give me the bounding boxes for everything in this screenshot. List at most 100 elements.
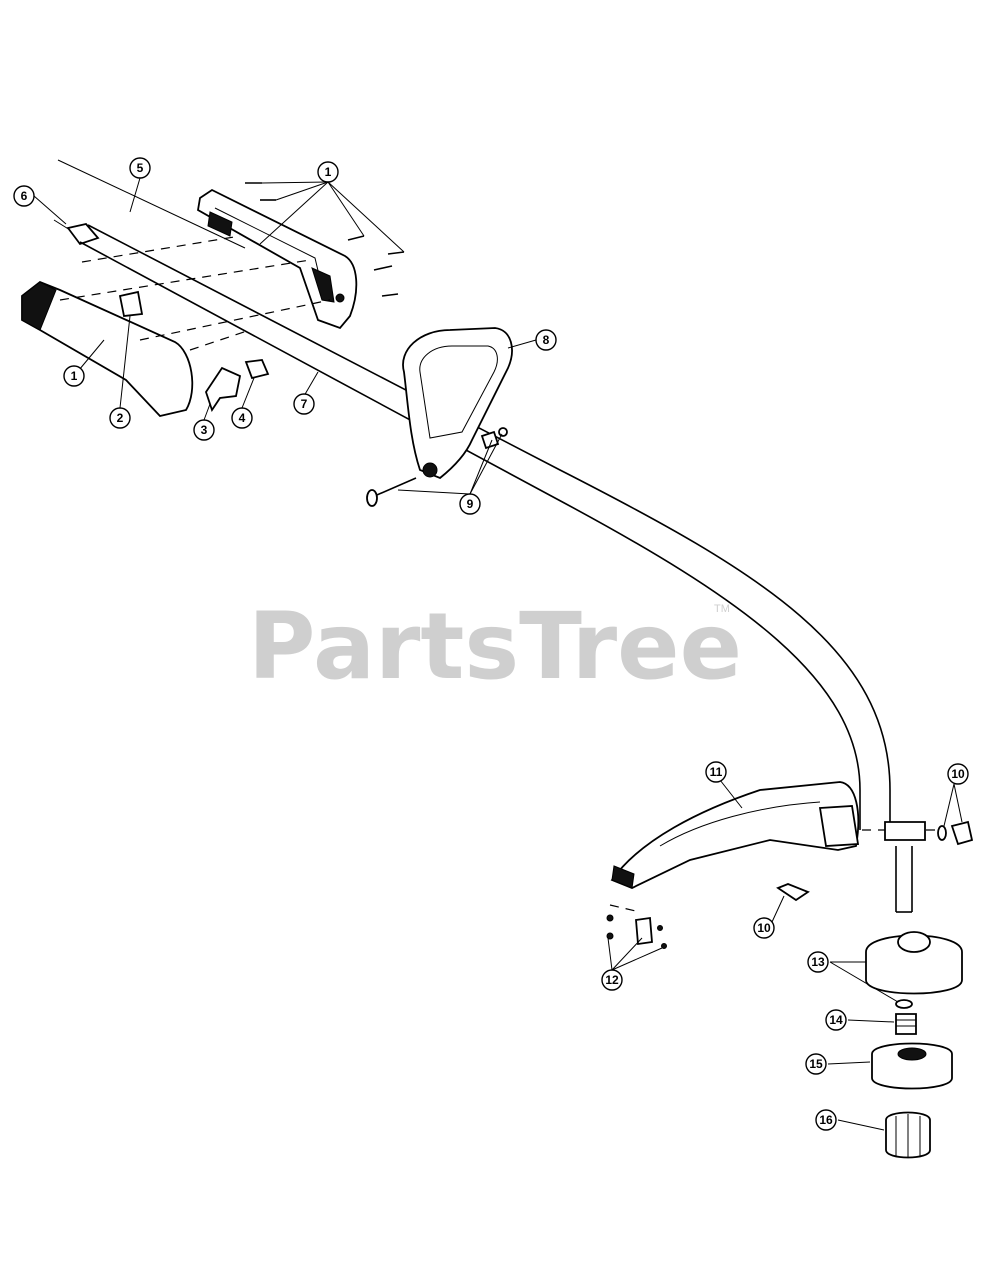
leader-10b (953, 783, 963, 823)
spring-clip (244, 359, 270, 380)
head-housing (865, 934, 963, 995)
callout-label: 5 (137, 161, 144, 175)
throttle-lock (205, 366, 242, 413)
housing-rear (311, 267, 335, 303)
throttle-cable (57, 159, 246, 249)
callout-label: 8 (543, 333, 550, 347)
handle-washer (498, 427, 508, 437)
leader-10a (943, 783, 955, 827)
assembly-line-c (189, 329, 251, 351)
screw-e (373, 265, 393, 271)
handle-loop (402, 327, 513, 480)
trigger-switch (118, 290, 144, 317)
screws (245, 182, 405, 297)
handle-nut (480, 430, 500, 450)
housing-boss (335, 293, 345, 303)
guard-bolt (776, 883, 810, 902)
shaft-end (66, 223, 100, 246)
leader-1d (327, 181, 365, 237)
callout-1-upper: 1 (317, 161, 339, 183)
wing-nut (950, 820, 974, 846)
leader-6 (33, 195, 67, 225)
leader-11 (719, 779, 743, 809)
callout-10-upper: 10 (947, 763, 969, 785)
callout-label: 12 (605, 973, 619, 987)
handle-bolt-hole (422, 462, 438, 478)
leader-7 (303, 371, 319, 397)
callout-11: 11 (705, 761, 727, 783)
clamp-washer (937, 825, 947, 841)
callout-14: 14 (825, 1009, 847, 1031)
screw-c (347, 235, 365, 241)
callout-label: 7 (301, 397, 308, 411)
callout-8: 8 (535, 329, 557, 351)
leader-13b (829, 961, 899, 1003)
assembly-line-d (81, 235, 241, 263)
main-tube (79, 224, 913, 913)
leader-12a (607, 937, 613, 971)
bracket-nut-b (606, 932, 614, 940)
callout-label: 9 (467, 497, 474, 511)
callout-label: 1 (325, 165, 332, 179)
head-eyelet (895, 999, 913, 1009)
handle-housing-right (197, 188, 358, 330)
bracket-screw-b (661, 943, 667, 949)
leader-1e (327, 181, 405, 253)
assist-handle (366, 327, 513, 507)
guard-tip (611, 865, 635, 889)
tube-lower-edge (79, 241, 861, 830)
head-spring (895, 1013, 917, 1035)
spring-coils (896, 1019, 916, 1027)
leader-10c (771, 895, 785, 923)
guard-body (610, 781, 860, 889)
leader-3 (203, 403, 211, 421)
assembly-line-a (59, 259, 311, 301)
leader-1b (275, 181, 329, 201)
callout-6: 6 (13, 185, 35, 207)
guard-mount (818, 805, 860, 847)
lower-housing (21, 280, 194, 417)
assembly-line-b (139, 299, 331, 341)
callout-10-lower: 10 (753, 917, 775, 939)
leader-1a (261, 181, 329, 184)
leader-16 (837, 1119, 885, 1131)
leader-12c (611, 947, 663, 971)
callout-15: 15 (805, 1053, 827, 1075)
leader-5 (129, 177, 141, 213)
callout-7: 7 (293, 393, 315, 415)
housing-grip-end (21, 281, 57, 331)
shaft-tip (53, 219, 71, 231)
callout-16: 16 (815, 1109, 837, 1131)
leader-15 (827, 1061, 871, 1065)
watermark-trademark: TM (714, 603, 730, 615)
screw-d (387, 251, 405, 255)
spool-center (897, 1047, 927, 1061)
bolt-head (366, 489, 378, 507)
leader-9a (397, 489, 471, 495)
callout-label: 13 (811, 955, 825, 969)
callout-label: 6 (21, 189, 28, 203)
handle-housing-left (21, 235, 331, 417)
callout-label: 11 (710, 765, 723, 779)
callout-3: 3 (193, 419, 215, 441)
guard-bracket (635, 916, 653, 946)
housing-slot (207, 211, 233, 237)
callout-4: 4 (231, 407, 253, 429)
callout-label: 1 (71, 369, 78, 383)
callout-label: 10 (757, 921, 771, 935)
leader-1c (259, 181, 329, 245)
leader-2 (119, 315, 131, 409)
leader-9b (469, 439, 493, 495)
tube-clamp (884, 821, 926, 841)
knob-ribs (895, 1114, 921, 1158)
callout-label: 10 (951, 767, 965, 781)
callout-label: 2 (117, 411, 124, 425)
leader-12b (611, 937, 643, 971)
handle-bolt (369, 477, 417, 499)
leader-9c (469, 433, 503, 495)
callout-label: 4 (239, 411, 246, 425)
guard-ridge (659, 801, 821, 847)
trimmer-head (865, 931, 963, 1159)
head-spool (871, 1042, 953, 1090)
